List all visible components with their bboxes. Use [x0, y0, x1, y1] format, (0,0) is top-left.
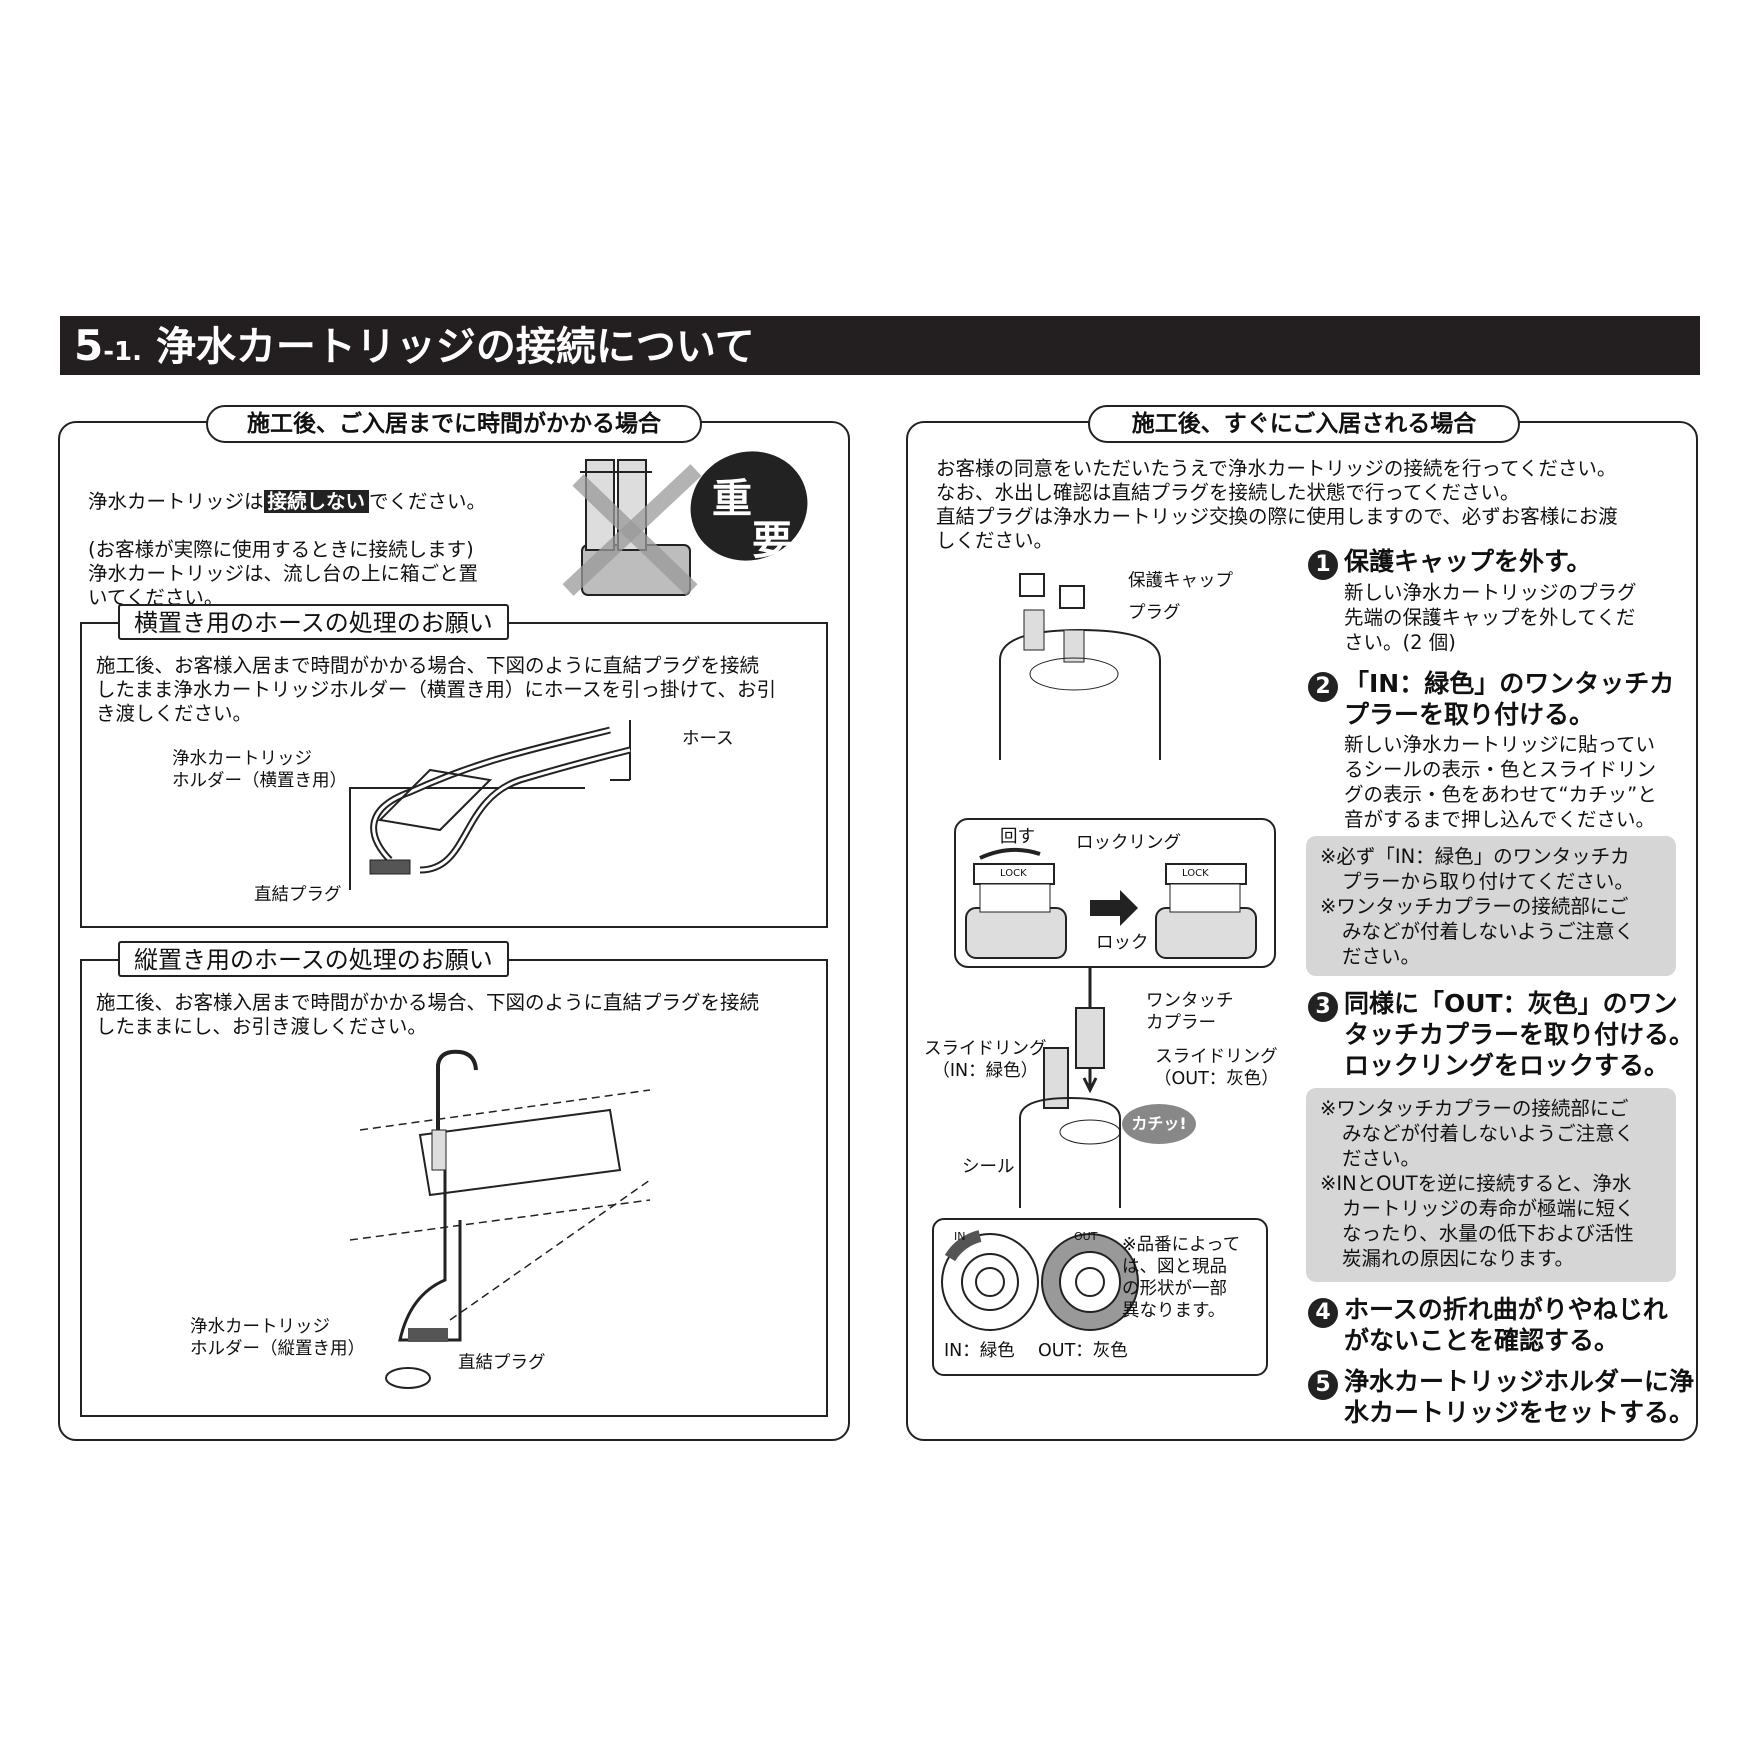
coupler-illustration — [1019, 968, 1121, 1208]
out-color-label: OUT：灰色 — [1038, 1341, 1128, 1361]
out-mark: OUT — [1074, 1230, 1098, 1243]
note-2-item-1: ※ワンタッチカプラーの接続部にご みなどが付着しないようご注意く ださい。 — [1320, 1097, 1635, 1170]
step-5-title: 浄水カートリッジホルダーに浄 水カートリッジをセットする。 — [1344, 1367, 1695, 1427]
vertical-hose-heading: 縦置き用のホースの処理のお願い — [118, 941, 509, 977]
lock-ring-illustration — [965, 847, 1257, 959]
important-char-2: 要 — [752, 518, 792, 564]
note-1-item-2: ※ワンタッチカプラーの接続部にご みなどが付着しないようご注意く ださい。 — [1320, 895, 1635, 968]
right-intro: お客様の同意をいただいたうえで浄水カートリッジの接続を行ってください。 なお、水… — [936, 457, 1618, 552]
do-not-connect-tag: 接続しない — [263, 490, 370, 513]
plug-label: プラグ — [1128, 603, 1181, 623]
slide-ring-in-label: スライドリング （IN：緑色） — [924, 1039, 1047, 1081]
step-1-number: 1 — [1308, 550, 1338, 580]
no-connect-illustration — [562, 459, 702, 596]
note-box-2: ※ワンタッチカプラーの接続部にご みなどが付着しないようご注意く ださい。 ※I… — [1306, 1088, 1676, 1282]
cap-label: 保護キャップ — [1128, 571, 1233, 591]
note-1-item-1: ※必ず「IN：緑色」のワンタッチカ プラーから取り付けてください。 — [1320, 845, 1634, 893]
coupler-label: ワンタッチ カプラー — [1146, 991, 1234, 1033]
product-note: ※品番によって は、図と現品 の形状が一部 異なります。 — [1122, 1235, 1241, 1321]
hose-label: ホース — [682, 729, 734, 749]
vertical-holder-illustration — [349, 1049, 651, 1389]
step-4-title: ホースの折れ曲がりやねじれ がないことを確認する。 — [1344, 1295, 1668, 1355]
step-2-number: 2 — [1308, 672, 1338, 702]
horizontal-holder-label: 浄水カートリッジ ホルダー（横置き用） — [172, 749, 347, 791]
right-panel-heading: 施工後、すぐにご入居される場合 — [1088, 405, 1520, 443]
lock-text-left: LOCK — [1000, 868, 1027, 879]
slide-ring-out-label: スライドリング （OUT：灰色） — [1154, 1047, 1279, 1089]
important-char-1: 重 — [712, 476, 752, 522]
horizontal-holder-illustration — [349, 720, 631, 890]
in-out-box — [932, 1218, 1268, 1376]
in-color-label: IN：緑色 — [944, 1341, 1015, 1361]
lock-text-right: LOCK — [1182, 868, 1209, 879]
click-bubble: カチッ! — [1122, 1104, 1196, 1144]
vertical-plug-label: 直結プラグ — [458, 1353, 546, 1373]
left-panel-heading: 施工後、ご入居までに時間がかかる場合 — [206, 405, 702, 443]
horizontal-hose-text: 施工後、お客様入居まで時間がかかる場合、下図のように直結プラグを接続 したまま浄… — [96, 654, 776, 725]
lock-ring-label: ロックリング — [1076, 833, 1181, 853]
step-2-desc: 新しい浄水カートリッジに貼ってい るシールの表示・色とスライドリン グの表示・色… — [1344, 733, 1657, 831]
note-box-1: ※必ず「IN：緑色」のワンタッチカ プラーから取り付けてください。 ※ワンタッチ… — [1306, 836, 1676, 976]
in-out-seals-illustration — [941, 1230, 1139, 1331]
left-intro: 浄水カートリッジは接続しないでください。 (お客様が実際に使用するときに接続しま… — [88, 466, 558, 610]
left-intro-b: でください。 — [369, 490, 487, 513]
lock-ring-box — [954, 818, 1276, 968]
step-1-title: 保護キャップを外す。 — [1344, 547, 1592, 576]
lock-label: ロック — [1096, 933, 1149, 953]
section-number: 5 — [74, 321, 104, 370]
step-3-title: 同様に「OUT：灰色」のワン タッチカプラーを取り付ける。 ロックリングをロック… — [1344, 989, 1695, 1080]
step-1-desc: 新しい浄水カートリッジのプラグ 先端の保護キャップを外してくだ さい。(2 個) — [1344, 581, 1637, 654]
vertical-holder-label: 浄水カートリッジ ホルダー（縦置き用） — [190, 1317, 365, 1359]
step-2-title: 「IN：緑色」のワンタッチカ プラーを取り付ける。 — [1344, 669, 1675, 729]
step-4-number: 4 — [1308, 1298, 1338, 1328]
cartridge-cap-illustration — [999, 573, 1161, 760]
step-5-number: 5 — [1308, 1370, 1338, 1400]
section-title: 浄水カートリッジの接続について — [155, 324, 755, 370]
step-3-number: 3 — [1308, 992, 1338, 1022]
note-2-item-2: ※INとOUTを逆に接続すると、浄水 カートリッジの寿命が極端に短く なったり、… — [1320, 1172, 1635, 1270]
turn-label: 回す — [1000, 827, 1035, 847]
in-mark: IN — [954, 1230, 966, 1243]
horizontal-hose-heading: 横置き用のホースの処理のお願い — [118, 604, 509, 640]
horizontal-plug-label: 直結プラグ — [254, 885, 342, 905]
left-intro-rest: (お客様が実際に使用するときに接続します) 浄水カートリッジは、流し台の上に箱ご… — [88, 538, 479, 609]
seal-label: シール — [962, 1157, 1015, 1177]
section-title-bar: 5-1. 浄水カートリッジの接続について — [60, 316, 1700, 375]
vertical-hose-text: 施工後、お客様入居まで時間がかかる場合、下図のように直結プラグを接続 したままに… — [96, 991, 760, 1038]
left-intro-a: 浄水カートリッジは — [88, 490, 264, 513]
section-subnumber: -1. — [103, 337, 142, 367]
